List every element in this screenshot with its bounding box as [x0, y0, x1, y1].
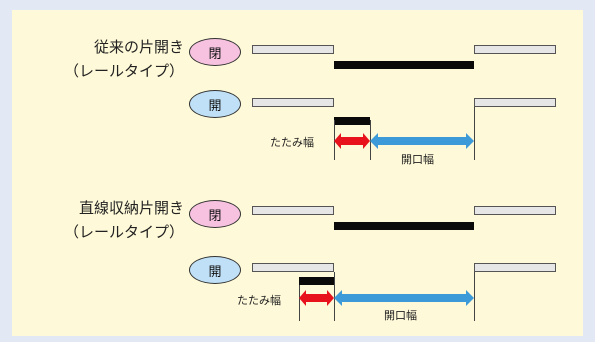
section-2-divider-left — [299, 285, 300, 321]
section-1-folded-door — [334, 117, 370, 125]
section-1-title-line2: （レールタイプ） — [63, 62, 184, 80]
section-2-opening-width-arrow — [334, 290, 474, 306]
section-1-opening-width-label: 開口幅 — [401, 153, 434, 166]
section-2-closed-right-rail — [474, 206, 556, 215]
section-2-closed-badge: 閉 — [189, 200, 241, 228]
section-1-divider-right — [474, 107, 475, 160]
section-2-open-right-rail — [474, 263, 556, 272]
section-1-closed-badge: 閉 — [189, 38, 241, 66]
section-1-open-badge: 開 — [189, 90, 241, 118]
section-2-open-left-rail — [252, 263, 334, 272]
section-1-closed-door — [334, 61, 474, 69]
section-1-open-left-rail — [252, 98, 334, 107]
section-2-divider-mid — [334, 272, 335, 321]
section-2-open-badge: 開 — [189, 256, 241, 284]
section-2-closed-door — [334, 222, 474, 230]
section-1-folding-width-label: たたみ幅 — [270, 136, 314, 149]
section-2-title-line1: 直線収納片開き — [78, 199, 184, 217]
section-2-folding-width-arrow — [299, 290, 334, 306]
section-2-closed-left-rail — [252, 206, 334, 215]
section-1-open-right-rail — [474, 98, 556, 107]
diagram-panel: 従来の片開き （レールタイプ） 閉 開 たたみ幅 開口幅 直線収納片開き （レー… — [12, 10, 583, 336]
section-2-stored-door — [299, 277, 334, 285]
section-1-opening-width-arrow — [370, 133, 474, 149]
section-1-closed-right-rail — [474, 45, 556, 54]
section-1-folding-width-arrow — [334, 133, 370, 149]
section-2-title-line2: （レールタイプ） — [63, 223, 184, 241]
section-2-opening-width-label: 開口幅 — [384, 309, 417, 322]
section-1-closed-left-rail — [252, 45, 334, 54]
section-1-title-line1: 従来の片開き — [93, 38, 184, 56]
section-2-divider-right — [474, 272, 475, 321]
section-2-folding-width-label: たたみ幅 — [237, 294, 281, 307]
section-1-divider-left — [334, 120, 335, 160]
section-1-divider-mid — [370, 120, 371, 160]
